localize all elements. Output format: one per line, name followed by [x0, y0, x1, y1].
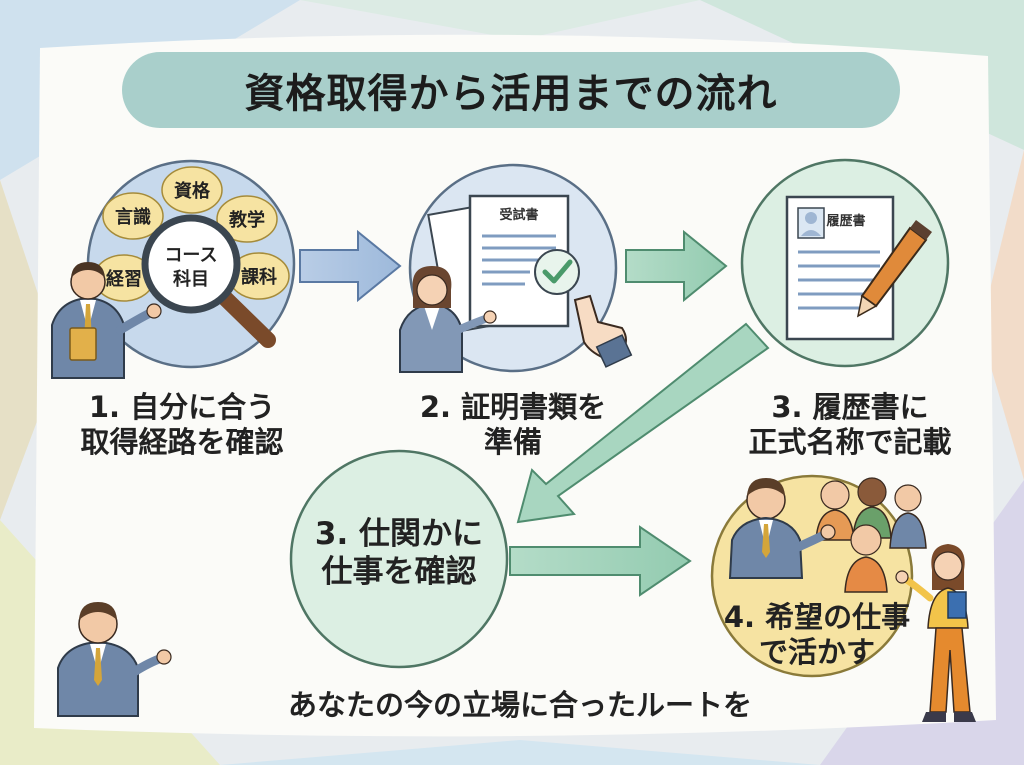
woman-with-tablet-icon — [895, 544, 976, 722]
step5-label: 4. 希望の仕事 で活かす — [712, 600, 922, 670]
bubble-3: 教学 — [229, 209, 265, 231]
page-title: 資格取得から活用までの流れ — [122, 52, 900, 128]
step3-illustration: 履歴書 — [740, 158, 950, 368]
step1-label-line2: 取得経路を確認 — [80, 425, 284, 460]
bottom-message: あなたの今の立場に合ったルートを — [287, 688, 752, 722]
resume-document: 履歴書 — [785, 195, 895, 341]
step3-label-line2: 正式名称で記載 — [748, 425, 952, 460]
step5-label-line1: 4. 希望の仕事 — [723, 600, 911, 634]
magnifier-center-line1: コース — [164, 245, 217, 266]
flow-arrows — [299, 229, 770, 597]
businessman-icon — [51, 262, 162, 379]
bubble-4: 経習 — [106, 268, 142, 290]
step5-illustration — [710, 474, 976, 722]
check-icon — [534, 249, 580, 295]
keyword-bubbles: 資格 言識 教学 経習 課科 — [93, 166, 290, 302]
arrow-2-to-3 — [625, 229, 728, 303]
certificate-title: 受試書 — [499, 207, 538, 223]
step2-label: 2. 証明書類を 準備 — [400, 390, 626, 461]
step1-label-line1: 1. 自分に合う — [88, 390, 276, 424]
step2-illustration: 受試書 — [399, 163, 633, 373]
step1-label: 1. 自分に合う 取得経路を確認 — [52, 390, 312, 461]
arrow-4-to-5 — [509, 525, 692, 597]
bubble-5: 課科 — [241, 266, 277, 288]
step2-label-line2: 準備 — [483, 425, 542, 460]
presenter-icon — [728, 478, 836, 579]
step2-label-line1: 2. 証明書類を — [419, 390, 607, 424]
arrow-3-to-4 — [516, 322, 770, 524]
step4-label-line2: 仕事を確認 — [321, 553, 477, 590]
bubble-2: 言識 — [115, 206, 151, 228]
magnifier-center-line2: 科目 — [173, 268, 209, 290]
pointing-hand-icon — [573, 294, 633, 368]
businessman-bottom-icon — [57, 602, 172, 717]
step4-label-line1: 3. 仕関かに — [314, 516, 484, 552]
pen-icon — [856, 220, 932, 318]
team-icon — [815, 477, 927, 593]
arrow-1-to-2 — [299, 229, 402, 303]
magnifier-icon: コース 科目 — [141, 214, 276, 348]
bubble-1: 資格 — [174, 180, 211, 202]
step4-circle — [289, 449, 509, 669]
businesswoman-icon — [399, 266, 497, 373]
step5-label-line2: で活かす — [758, 634, 875, 669]
resume-title: 履歴書 — [826, 213, 865, 229]
step3-label: 3. 履歴書に 正式名称で記載 — [720, 390, 980, 461]
step1-illustration: 資格 言識 教学 経習 課科 コース 科目 — [51, 159, 296, 379]
step3-label-line1: 3. 履歴書に — [771, 390, 929, 424]
step4-label: 3. 仕関かに 仕事を確認 — [299, 516, 499, 592]
